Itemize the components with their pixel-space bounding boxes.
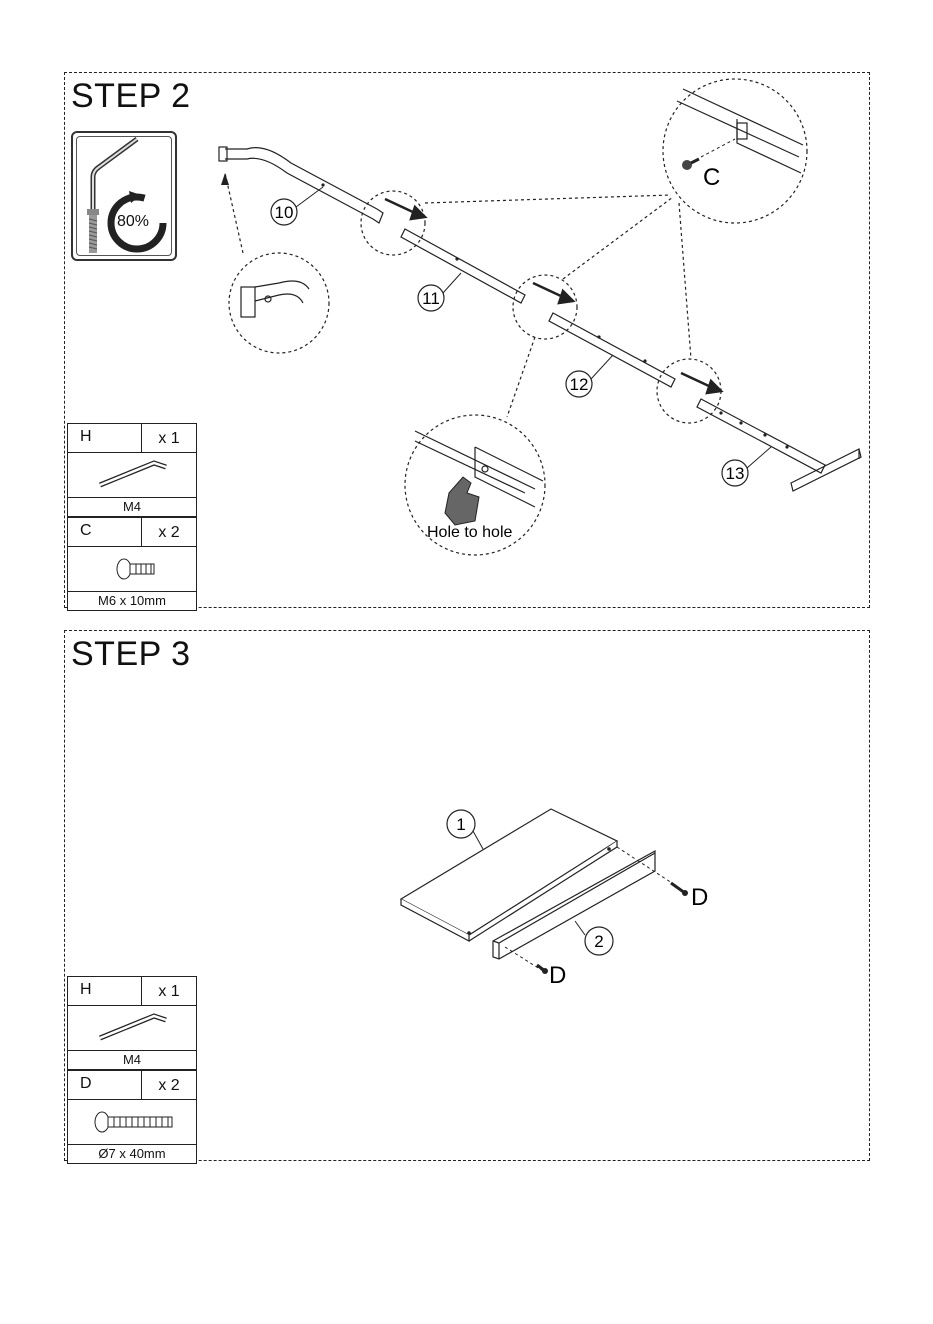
part-size: M4 xyxy=(68,1051,196,1069)
step-2-panel: STEP 2 80% xyxy=(64,72,870,608)
screw-icon xyxy=(68,1100,196,1144)
part-qty: x 2 xyxy=(142,1071,196,1099)
part-12-label: 12 xyxy=(570,375,589,394)
part-1-label: 1 xyxy=(456,815,465,834)
parts-card-d: D x 2 Ø7 x 40mm xyxy=(67,1070,197,1164)
part-10-label: 10 xyxy=(275,203,294,222)
part-13-label: 13 xyxy=(726,464,745,483)
part-2-label: 2 xyxy=(594,932,603,951)
allen-key-icon xyxy=(68,1006,196,1050)
part-qty: x 2 xyxy=(142,518,196,546)
part-11-label: 11 xyxy=(422,289,440,308)
bolt-c-icon xyxy=(682,159,699,170)
part-size: Ø7 x 40mm xyxy=(68,1145,196,1163)
screw-d-label-top: D xyxy=(691,884,708,911)
parts-card-h: H x 1 M4 xyxy=(67,976,197,1070)
screw-d-label-bottom: D xyxy=(549,962,566,989)
parts-card-c: C x 2 M6 x 10mm xyxy=(67,517,197,611)
part-code: D xyxy=(68,1071,142,1099)
part-qty: x 1 xyxy=(142,424,196,452)
allen-key-icon xyxy=(68,453,196,497)
part-code: H xyxy=(68,424,142,452)
screw-d-icon xyxy=(671,883,688,896)
step-3-panel: STEP 3 xyxy=(64,630,870,1161)
part-qty: x 1 xyxy=(142,977,196,1005)
hole-to-hole-label: Hole to hole xyxy=(427,524,512,541)
screw-d-icon xyxy=(537,965,548,974)
pointing-hand-icon xyxy=(445,477,479,525)
screw-c-label: C xyxy=(703,164,720,191)
part-code: H xyxy=(68,977,142,1005)
part-size: M6 x 10mm xyxy=(68,592,196,610)
bolt-icon xyxy=(68,547,196,591)
part-code: C xyxy=(68,518,142,546)
parts-card-h: H x 1 M4 xyxy=(67,423,197,517)
part-size: M4 xyxy=(68,498,196,516)
